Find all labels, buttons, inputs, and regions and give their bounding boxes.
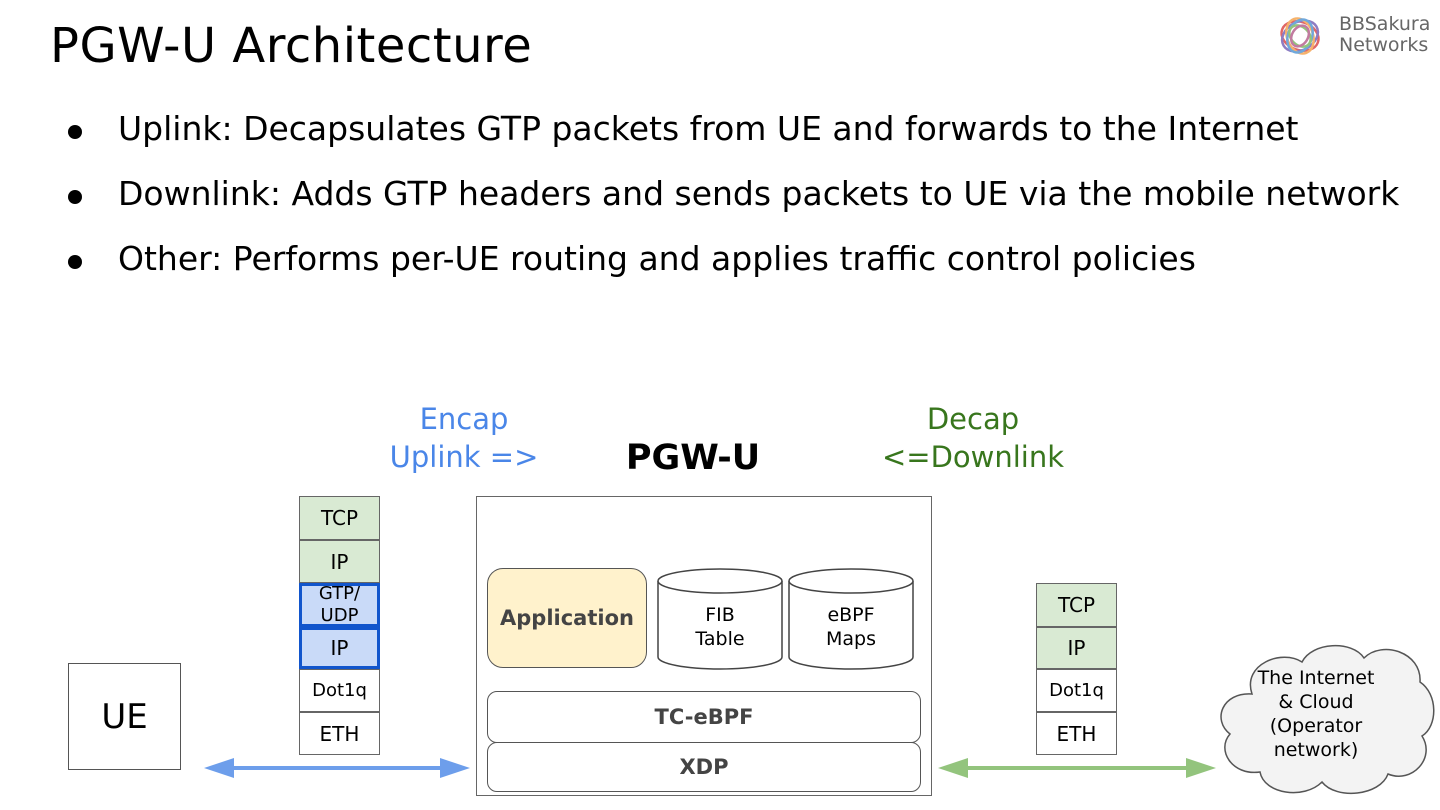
stack-layer-gtp-udp: GTP/ UDP <box>299 583 380 627</box>
bullet-dot-icon <box>68 190 82 204</box>
downlink-arrow-icon <box>938 758 1216 778</box>
stack-layer-eth: ETH <box>1036 712 1117 755</box>
bullet-dot-icon <box>68 255 82 269</box>
ebpf-line1: eBPF <box>827 604 875 626</box>
xdp-layer: XDP <box>487 742 921 792</box>
stack-layer-tcp: TCP <box>299 496 380 540</box>
stack-layer-ip: IP <box>1036 627 1117 669</box>
encap-caption: Encap Uplink => <box>374 400 554 476</box>
logo-line1: BBSakura <box>1339 13 1431 35</box>
tc-ebpf-layer: TC-eBPF <box>487 691 921 743</box>
encap-line1: Encap <box>419 402 509 436</box>
stack-layer-ip: IP <box>299 540 380 583</box>
decap-line1: Decap <box>926 402 1020 436</box>
internet-cloud-icon <box>1220 645 1435 795</box>
decap-caption: Decap <=Downlink <box>868 400 1078 476</box>
decap-line2: <=Downlink <box>881 440 1065 474</box>
slide-title: PGW-U Architecture <box>50 18 533 74</box>
stack-layer-eth: ETH <box>299 712 380 755</box>
cloud-label: The Internet & Cloud (Operator network) <box>1240 666 1392 762</box>
bullet-item: Other: Performs per-UE routing and appli… <box>68 242 1399 307</box>
bullet-item: Downlink: Adds GTP headers and sends pac… <box>68 177 1399 242</box>
storage-cylinders <box>657 568 914 670</box>
cloud-line3: (Operator <box>1269 715 1363 737</box>
cloud-line4: network) <box>1273 739 1359 761</box>
bullet-item: Uplink: Decapsulates GTP packets from UE… <box>68 112 1399 177</box>
fib-table-cylinder <box>657 568 783 670</box>
cloud-line1: The Internet <box>1257 667 1375 689</box>
fib-line1: FIB <box>705 604 735 626</box>
fib-line2: Table <box>695 628 745 650</box>
fib-table-label: FIB Table <box>658 603 782 651</box>
bullet-text: Uplink: Decapsulates GTP packets from UE… <box>118 109 1299 148</box>
bbsakura-logo: BBSakura Networks <box>1274 8 1434 64</box>
logo-line2: Networks <box>1339 34 1429 56</box>
bullet-list: Uplink: Decapsulates GTP packets from UE… <box>68 112 1399 307</box>
stack-layer-inner-ip: IP <box>299 627 380 669</box>
ebpf-line2: Maps <box>826 628 876 650</box>
stack-layer-dot1q: Dot1q <box>299 669 380 712</box>
bullet-dot-icon <box>68 125 82 139</box>
encap-line2: Uplink => <box>389 440 539 474</box>
application-block: Application <box>487 568 647 668</box>
cloud-line2: & Cloud <box>1278 691 1354 713</box>
stack-layer-tcp: TCP <box>1036 583 1117 627</box>
uplink-arrow-icon <box>204 758 470 778</box>
pgw-u-title: PGW-U <box>625 438 761 478</box>
ebpf-maps-cylinder <box>788 568 914 670</box>
ebpf-maps-label: eBPF Maps <box>789 603 913 651</box>
logo-rings-icon <box>1280 17 1320 55</box>
ue-box: UE <box>68 663 181 770</box>
bullet-text: Other: Performs per-UE routing and appli… <box>118 239 1196 278</box>
bullet-text: Downlink: Adds GTP headers and sends pac… <box>118 174 1400 213</box>
stack-layer-dot1q: Dot1q <box>1036 669 1117 712</box>
